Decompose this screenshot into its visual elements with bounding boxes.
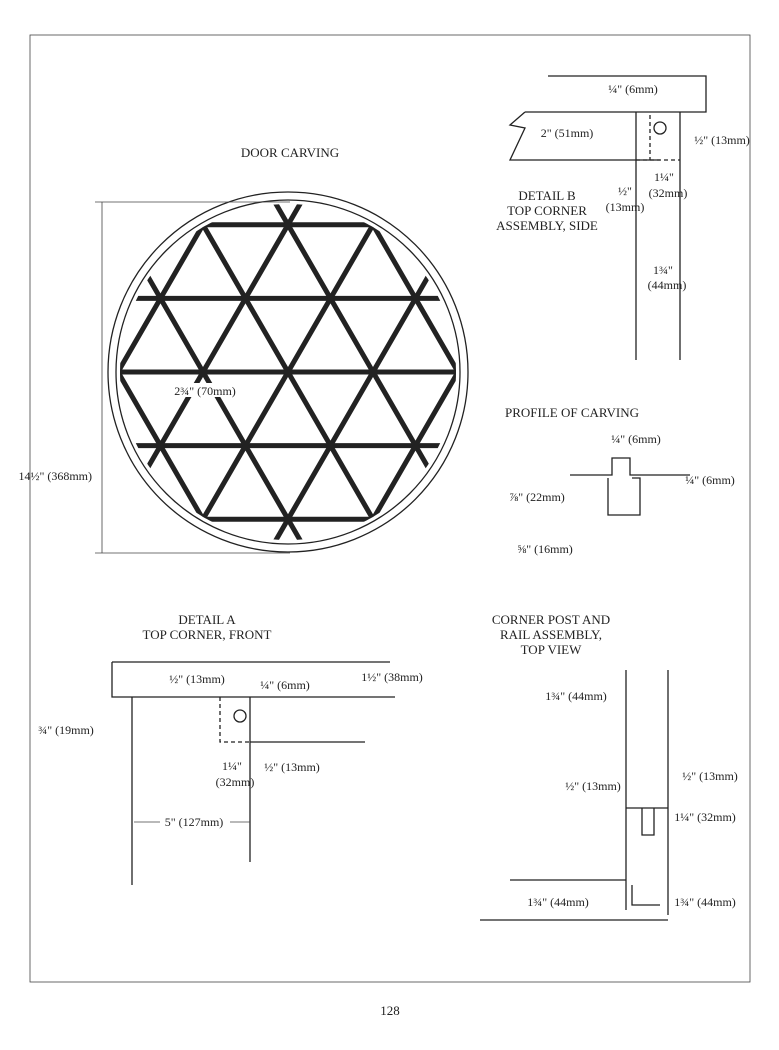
dim-label: 1¼" (32mm) bbox=[674, 810, 736, 824]
dim-label: 2" (51mm) bbox=[541, 126, 594, 140]
dim-label: ¼" (6mm) bbox=[611, 432, 661, 446]
corner-post-title-line2: RAIL ASSEMBLY, bbox=[500, 627, 602, 642]
dim-label: 1¾" (44mm) bbox=[545, 689, 607, 703]
lattice-bar bbox=[120, 204, 331, 540]
page-number: 128 bbox=[380, 1003, 400, 1018]
dim-label: 1½" (38mm) bbox=[361, 670, 423, 684]
dim-label: ¼" (6mm) bbox=[608, 82, 658, 96]
diameter-label: 14½" (368mm) bbox=[18, 469, 92, 483]
profile-of-carving: PROFILE OF CARVING ¼" (6mm) ¼" (6mm) ⅞" … bbox=[505, 405, 735, 556]
lattice-bar bbox=[0, 155, 73, 588]
dim-label: ½" (13mm) bbox=[264, 760, 320, 774]
lattice-bar bbox=[245, 204, 456, 540]
dim-label: 1¾" (44mm) bbox=[527, 895, 589, 909]
dim-label: ½" (13mm) bbox=[565, 779, 621, 793]
dim-label: ⅝" (16mm) bbox=[517, 542, 573, 556]
door-carving: DOOR CARVING 14½" (368mm) 2¾" (70mm) bbox=[0, 145, 469, 588]
dim-label: (13mm) bbox=[606, 200, 645, 214]
detail-b-title: DETAIL B bbox=[518, 188, 576, 203]
dim-label: ¾" (19mm) bbox=[38, 723, 94, 737]
lattice-bar bbox=[0, 155, 73, 588]
corner-post: CORNER POST AND RAIL ASSEMBLY, TOP VIEW … bbox=[480, 612, 738, 921]
detail-a: DETAIL A TOP CORNER, FRONT ½" (13mm) ¼" … bbox=[38, 612, 423, 885]
detail-b-title-line2: TOP CORNER bbox=[507, 203, 587, 218]
corner-post-title-line3: TOP VIEW bbox=[521, 642, 583, 657]
dim-label: ½" (13mm) bbox=[694, 133, 750, 147]
dim-label: ¼" (6mm) bbox=[260, 678, 310, 692]
page-frame bbox=[29, 34, 751, 983]
dim-label: ½" bbox=[618, 184, 632, 198]
dim-label: 1¾" bbox=[653, 263, 673, 277]
dim-label: (44mm) bbox=[648, 278, 687, 292]
dim-label: ½" (13mm) bbox=[169, 672, 225, 686]
door-carving-title: DOOR CARVING bbox=[241, 145, 339, 160]
dim-label: 1¼" bbox=[222, 759, 242, 773]
profile-title: PROFILE OF CARVING bbox=[505, 405, 639, 420]
triangle-lattice bbox=[0, 155, 456, 588]
dim-label: ⅞" (22mm) bbox=[509, 490, 565, 504]
detail-a-title-line2: TOP CORNER, FRONT bbox=[143, 627, 272, 642]
corner-post-title: CORNER POST AND bbox=[492, 612, 610, 627]
dim-label: 1¾" (44mm) bbox=[674, 895, 736, 909]
dim-label: ¼" (6mm) bbox=[685, 473, 735, 487]
dim-label: ½" (13mm) bbox=[682, 769, 738, 783]
detail-b-title-line3: ASSEMBLY, SIDE bbox=[496, 218, 598, 233]
detail-b: DETAIL B TOP CORNER ASSEMBLY, SIDE ¼" (6… bbox=[496, 75, 750, 360]
dim-label: (32mm) bbox=[649, 186, 688, 200]
dim-label: 1¼" bbox=[654, 170, 674, 184]
detail-a-title: DETAIL A bbox=[178, 612, 236, 627]
dim-label: (32mm) bbox=[216, 775, 255, 789]
lattice-bar bbox=[160, 204, 416, 540]
dim-label: 5" (127mm) bbox=[165, 815, 224, 829]
triangle-size-label: 2¾" (70mm) bbox=[174, 384, 236, 398]
